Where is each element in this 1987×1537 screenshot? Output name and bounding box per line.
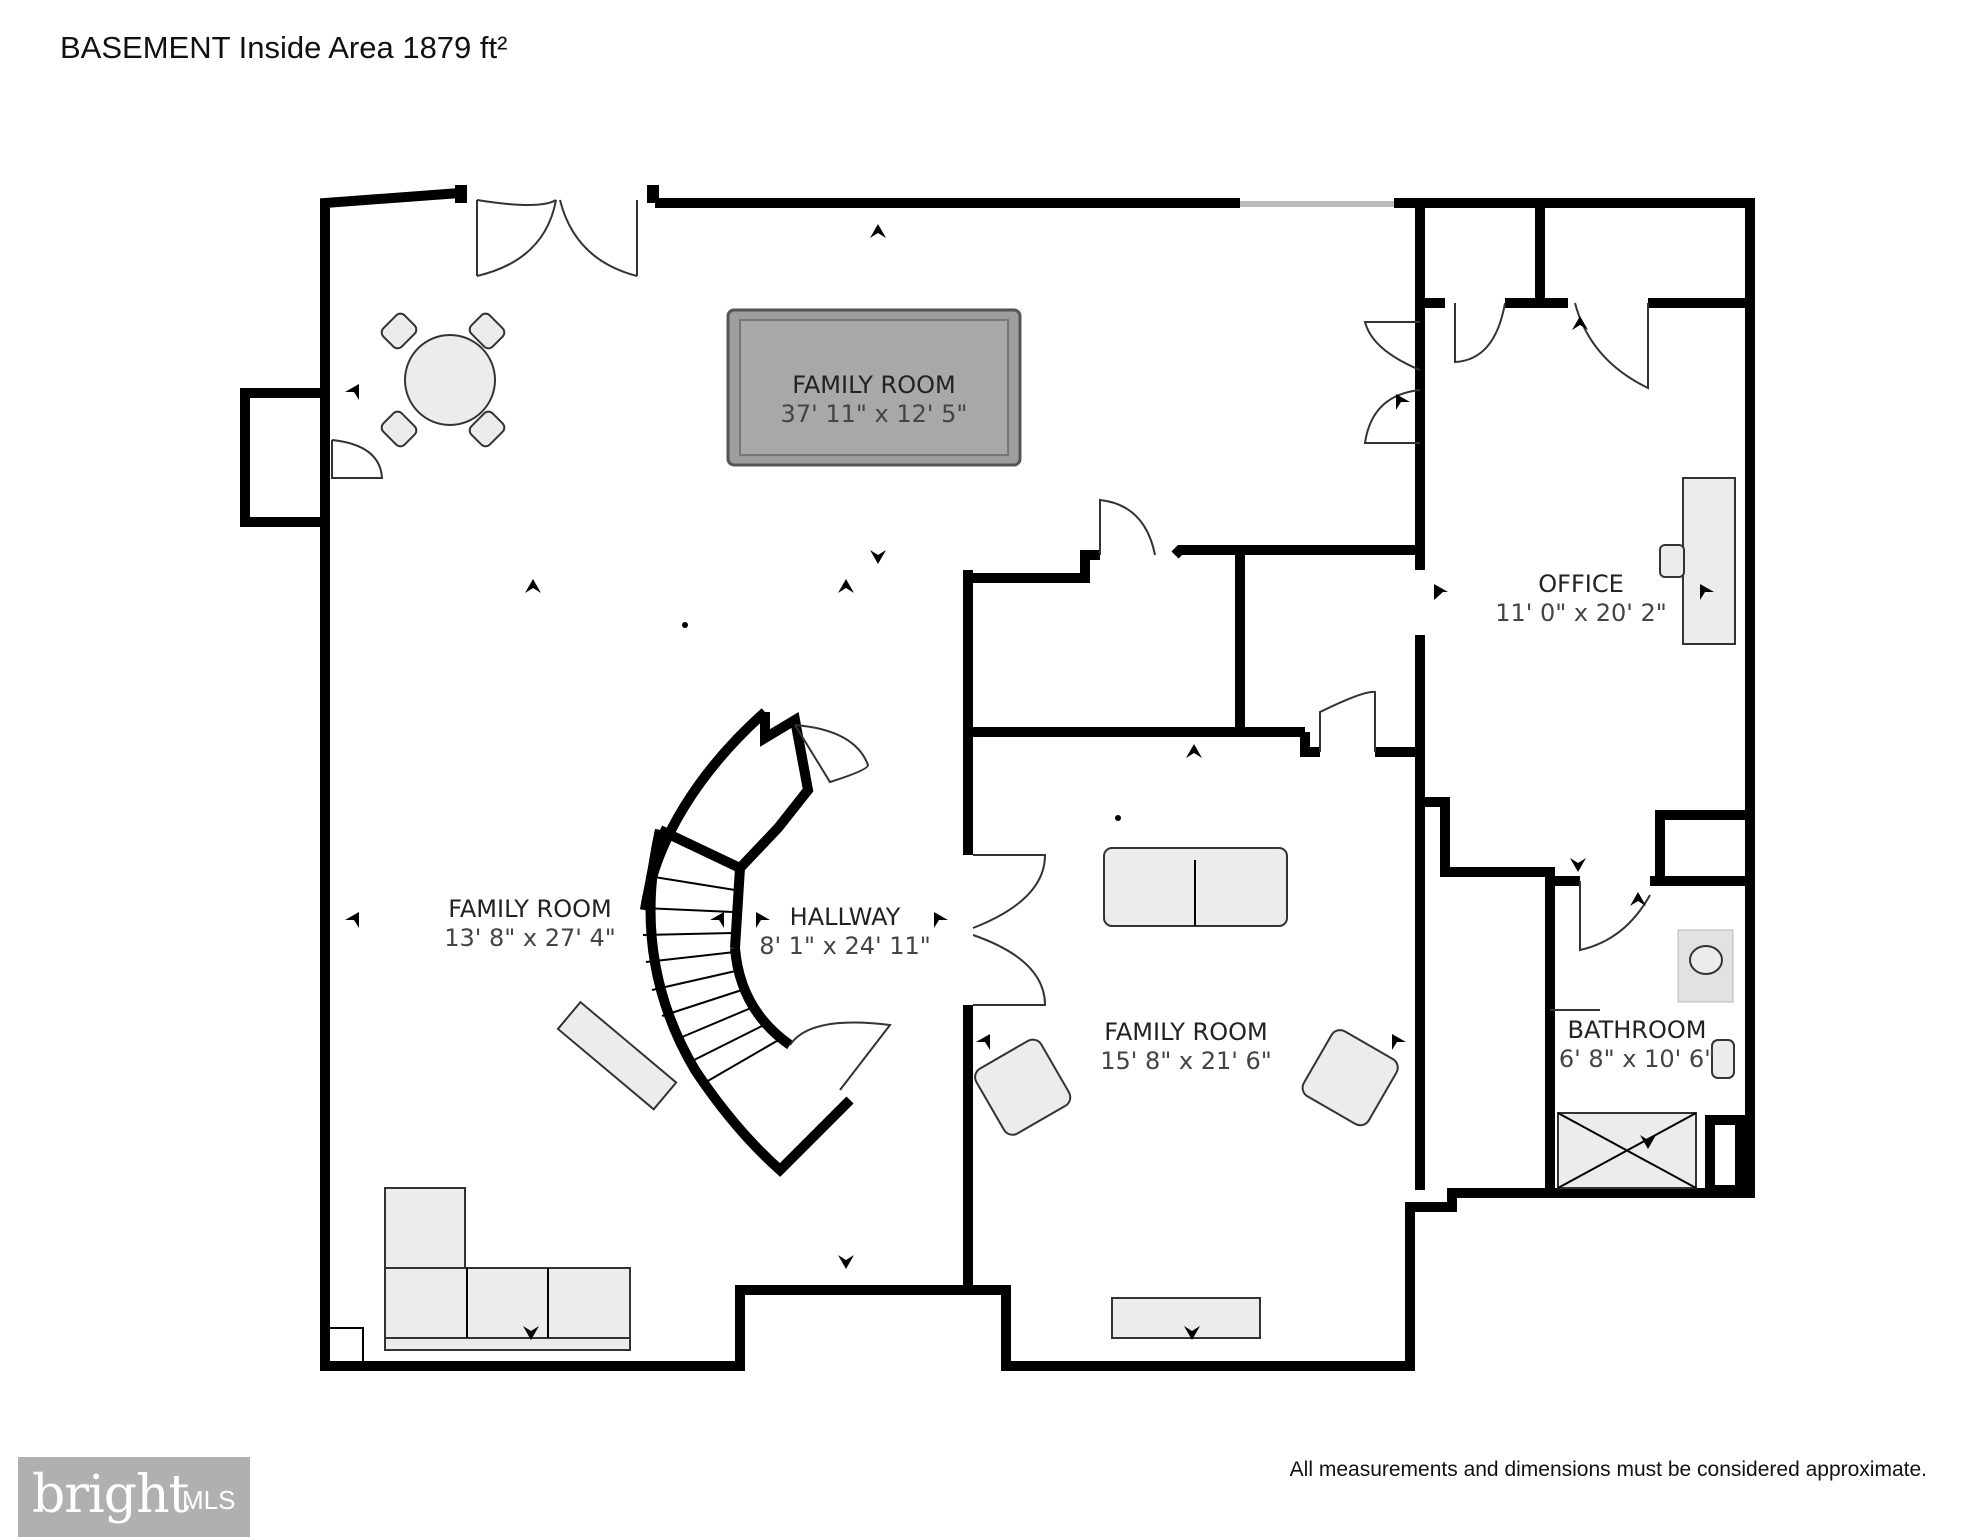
toilet [1711,1039,1735,1079]
staircase [640,708,854,1177]
tv-console [556,1000,678,1111]
room-dims: 8' 1" x 24' 11" [759,932,931,960]
viewpoint-arrows [345,224,1714,1340]
sofa-family-room [1103,847,1288,927]
room-dims: 15' 8" x 21' 6" [1100,1047,1272,1075]
disclaimer: All measurements and dimensions must be … [1289,1458,1927,1481]
room-dims: 11' 0" x 20' 2" [1495,599,1667,627]
dining-set [380,312,506,448]
room-dims: 37' 11" x 12' 5" [781,400,968,428]
furniture [380,308,1736,1351]
room-name: BATHROOM [1568,1016,1707,1044]
sectional-sofa [384,1187,631,1351]
desk [1682,477,1736,645]
room-name: FAMILY ROOM [448,895,611,923]
logo-wordmark: bright [32,1465,189,1525]
exterior-walls [240,185,1755,1371]
armchair [1301,1029,1399,1127]
inside-area: Inside Area 1879 ft² [238,30,508,65]
room-dims: 6' 8" x 10' 6" [1559,1045,1715,1073]
room-name: OFFICE [1538,570,1624,598]
media-console [1111,1297,1261,1339]
desk-chair [1659,544,1685,578]
room-name: FAMILY ROOM [1104,1018,1267,1046]
room-dims: 13' 8" x 27' 4" [444,924,616,952]
armchair [974,1038,1072,1136]
bright-mls-logo: bright MLS [18,1457,250,1537]
room-name: HALLWAY [790,903,901,931]
floor-name: BASEMENT [60,30,230,65]
corner-column [324,1327,364,1367]
plan-header: BASEMENT Inside Area 1879 ft² [60,30,507,66]
doors [331,199,1651,1091]
room-labels: FAMILY ROOM 37' 11" x 12' 5" FAMILY ROOM… [444,371,1715,1075]
room-name: FAMILY ROOM [792,371,955,399]
logo-suffix: MLS [182,1485,236,1515]
interior-walls [963,203,1750,1285]
